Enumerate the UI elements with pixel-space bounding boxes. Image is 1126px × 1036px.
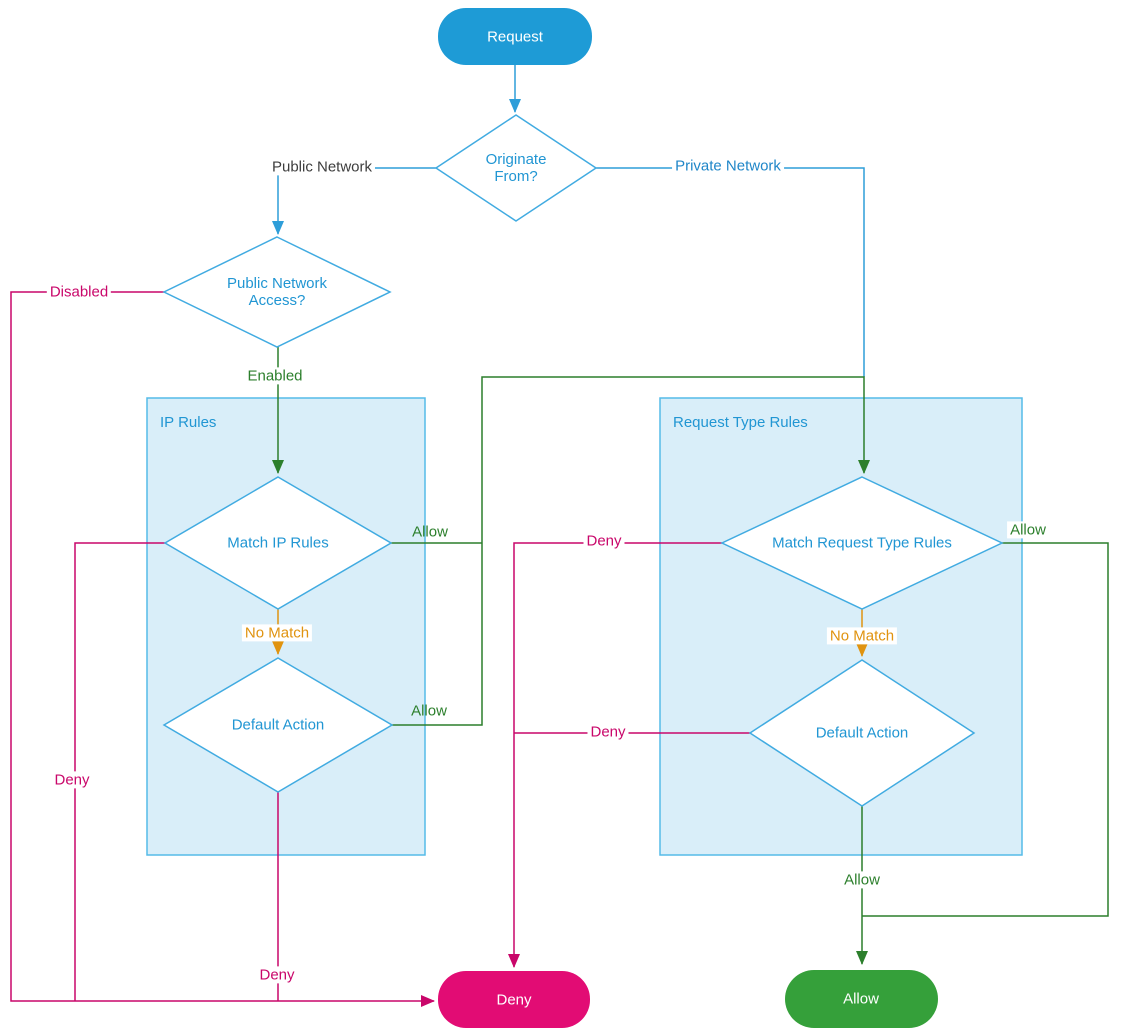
edge-match-request-type-allow-feedback xyxy=(862,542,1109,917)
edge-label-rtr-no-match: No Match xyxy=(826,627,898,645)
deny-terminal-node xyxy=(438,971,590,1028)
edge-match-ip-deny xyxy=(74,542,165,1001)
edge-allow-to-match-request-type xyxy=(392,376,870,726)
allow-terminal-node xyxy=(785,970,938,1028)
edge-label-disabled: Disabled xyxy=(46,283,112,301)
request-node-label: Request xyxy=(487,28,543,46)
edge-label-ip-match-deny: Deny xyxy=(51,771,93,789)
default-action-ip-label: Default Action xyxy=(231,716,325,734)
allow-terminal-label: Allow xyxy=(843,990,879,1008)
ip-rules-group-title: IP Rules xyxy=(160,414,217,431)
edge-label-ip-no-match: No Match xyxy=(241,624,313,642)
edge-label-rtr-match-deny: Deny xyxy=(583,532,625,550)
public-network-access-label: Public Network Access? xyxy=(226,274,328,309)
edge-label-private-network: Private Network xyxy=(672,157,784,175)
edge-label-ip-match-allow: Allow xyxy=(412,523,448,541)
edge-label-public-network: Public Network xyxy=(268,158,376,176)
edge-label-rtr-default-deny: Deny xyxy=(587,723,629,741)
edge-label-ip-default-deny: Deny xyxy=(256,966,298,984)
edge-match-request-type-deny-to-deny xyxy=(508,542,722,968)
default-action-request-type-label: Default Action xyxy=(815,724,909,742)
default-action-ip-diamond xyxy=(162,657,394,793)
edge-label-enabled: Enabled xyxy=(244,367,306,385)
default-action-request-type-diamond xyxy=(748,659,976,807)
public-network-access-diamond xyxy=(162,236,392,348)
edge-label-rtr-default-allow: Allow xyxy=(841,871,883,889)
edge-label-rtr-match-allow: Allow xyxy=(1007,521,1049,539)
request-node xyxy=(438,8,592,65)
edge-label-ip-default-allow: Allow xyxy=(411,702,447,720)
edge-originate-public-network xyxy=(272,167,436,235)
match-request-type-rules-diamond xyxy=(720,476,1004,610)
edge-originate-private-network xyxy=(592,167,865,377)
request-type-rules-group-title: Request Type Rules xyxy=(673,414,808,431)
match-ip-rules-diamond xyxy=(163,476,393,610)
match-request-type-rules-label: Match Request Type Rules xyxy=(772,534,952,552)
originate-from-diamond xyxy=(434,114,598,222)
originate-from-label: Originate From? xyxy=(485,150,547,185)
deny-terminal-label: Deny xyxy=(496,991,532,1009)
match-ip-rules-label: Match IP Rules xyxy=(227,534,329,552)
